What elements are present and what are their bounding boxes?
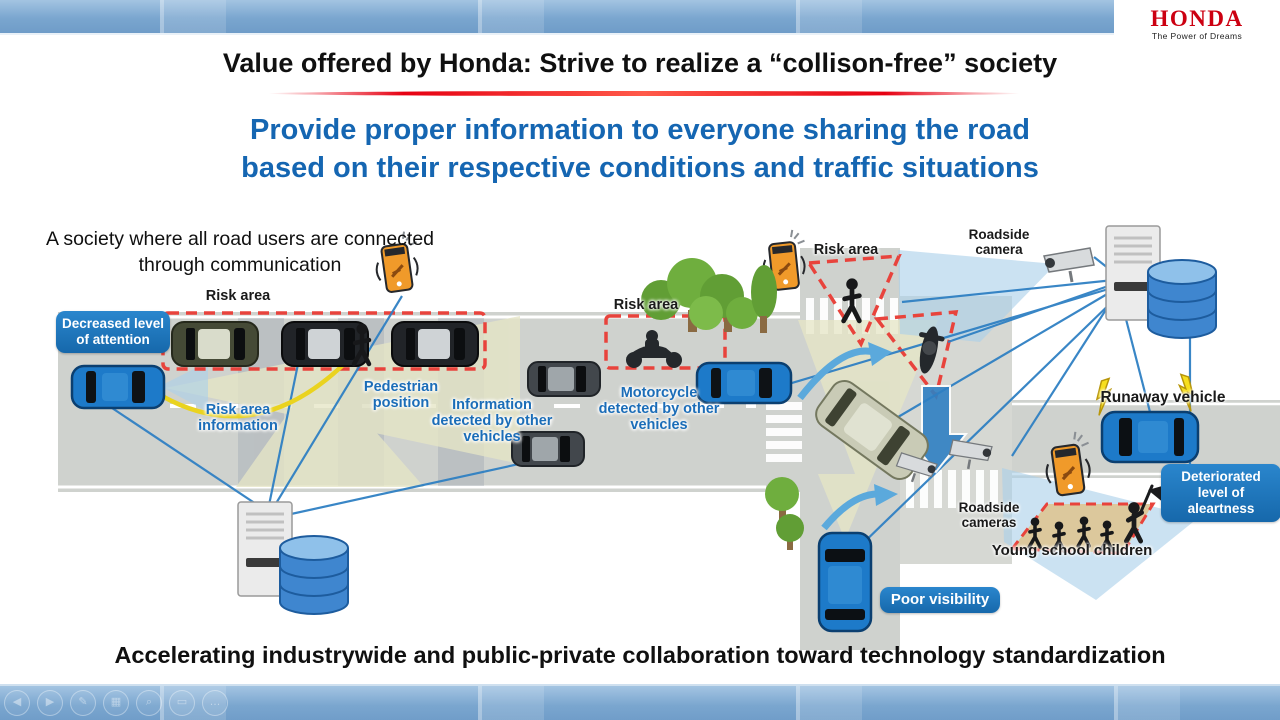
other-vehicle [527, 361, 601, 397]
risk-area-motorcycle-label: Risk area [613, 297, 679, 313]
motorcycle-top-icon [919, 326, 945, 374]
roadside-camera-icon [1043, 247, 1095, 283]
risk-area-information-note: Risk area information [198, 402, 278, 435]
page-title: Value offered by Honda: Strive to realiz… [222, 48, 1058, 78]
top-decor-band [0, 0, 1280, 35]
captions-button[interactable]: ▭ [169, 690, 195, 716]
title-underline [268, 91, 1020, 96]
runaway-car [1100, 410, 1200, 464]
cloud-server-icon [237, 501, 349, 615]
next-slide-button[interactable]: ▶ [37, 690, 63, 716]
slideshow-controls: ◀ ▶ ✎ ▦ ⌕ ▭ … [4, 690, 228, 716]
cloud-server-icon [1105, 225, 1217, 339]
alert-smartphone-icon [762, 229, 806, 291]
deteriorated-alertness-badge: Deteriorated level of aleartness [1161, 464, 1280, 522]
risk-area-pedestrian-label: Risk area [813, 242, 879, 258]
database-icon [1147, 259, 1217, 339]
more-options-button[interactable]: … [202, 690, 228, 716]
pedestrian-icon [351, 323, 372, 367]
traffic-arrows [797, 342, 969, 531]
zoom-tool-button[interactable]: ⌕ [136, 690, 162, 716]
runaway-vehicle-label: Runaway vehicle [1100, 389, 1226, 406]
database-icon [279, 535, 349, 615]
roadside-camera-icon [895, 452, 938, 483]
roadside-camera-icon [948, 439, 993, 470]
roadside-camera-label: Roadside camera [968, 227, 1030, 258]
subtitle: Provide proper information to everyone s… [0, 112, 1280, 187]
intro-text: A society where all road users are conne… [14, 226, 466, 279]
risk-area-parked-label: Risk area [205, 288, 271, 304]
parked-car [391, 321, 479, 367]
connected-car [70, 364, 166, 410]
all-slides-button[interactable]: ▦ [103, 690, 129, 716]
young-school-children-label: Young school children [991, 542, 1153, 559]
poor-visibility-badge: Poor visibility [880, 587, 1000, 613]
motorcycle-icon [626, 330, 682, 368]
subtitle-line1: Provide proper information to everyone s… [250, 114, 1030, 146]
parked-car [281, 321, 369, 367]
decreased-attention-badge: Decreased level of attention [56, 311, 170, 353]
prev-slide-button[interactable]: ◀ [4, 690, 30, 716]
subtitle-line2: based on their respective conditions and… [241, 151, 1039, 184]
honda-wordmark: HONDA [1150, 5, 1244, 31]
intro-line1: A society where all road users are conne… [45, 228, 435, 250]
parked-car [171, 321, 259, 367]
intro-line2: through communication [138, 254, 342, 277]
crosswalks [766, 298, 998, 508]
footer-text: Accelerating industrywide and public-pri… [114, 642, 1166, 668]
poor-visibility-car [817, 531, 873, 633]
honda-tagline: The Power of Dreams [1151, 30, 1243, 41]
turning-car [815, 380, 929, 480]
information-detected-note: Information detected by other vehicles [431, 397, 553, 446]
pen-tool-button[interactable]: ✎ [70, 690, 96, 716]
motorcycle-detected-note: Motorcycle detected by other vehicles [598, 385, 720, 434]
roadside-cameras-label: Roadside cameras [958, 500, 1020, 531]
pedestrian-icon [841, 278, 862, 324]
honda-logo: HONDA The Power of Dreams [1114, 0, 1280, 47]
alert-smartphone-icon [1045, 431, 1091, 497]
